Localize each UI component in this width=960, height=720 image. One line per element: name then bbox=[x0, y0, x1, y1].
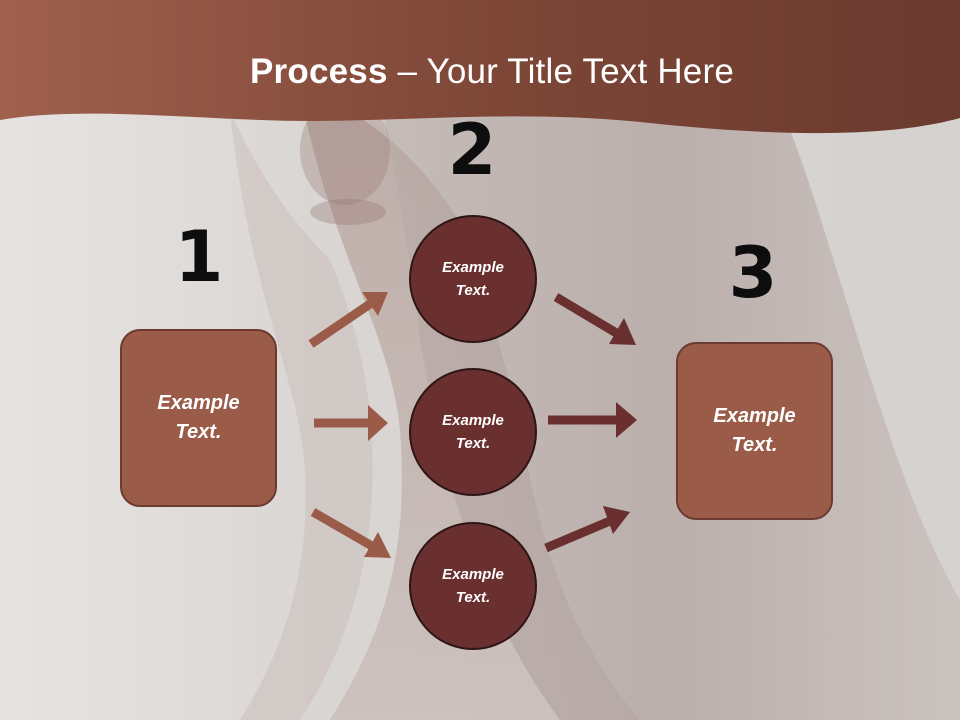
circle-middle-text-line2: Text. bbox=[455, 435, 491, 452]
step-number-1: 1 bbox=[174, 216, 224, 298]
step-number-2: 2 bbox=[447, 109, 497, 191]
step-2-circle-middle: Example Text. bbox=[409, 368, 537, 496]
step-3-text-line2: Text. bbox=[731, 434, 778, 456]
circle-top-text-line1: Example bbox=[442, 259, 504, 276]
arrow-bottom-to-right bbox=[544, 506, 630, 553]
step-number-3: 3 bbox=[728, 232, 778, 314]
step-1-text-line2: Text. bbox=[175, 421, 222, 443]
circle-bottom-text-line1: Example bbox=[442, 566, 504, 583]
step-2-circle-bottom: Example Text. bbox=[409, 522, 537, 650]
arrow-middle-to-right bbox=[548, 402, 637, 438]
step-1-box: Example Text. bbox=[120, 329, 277, 507]
title-rest: – Your Title Text Here bbox=[387, 52, 734, 91]
step-3-text-line1: Example bbox=[713, 405, 796, 427]
step-2-circle-top: Example Text. bbox=[409, 215, 537, 343]
circle-top-text-line2: Text. bbox=[455, 282, 491, 299]
arrow-left-to-middle bbox=[314, 405, 388, 441]
arrow-left-to-top bbox=[308, 292, 388, 348]
circle-bottom-text-line2: Text. bbox=[455, 589, 491, 606]
step-1-text-line1: Example bbox=[157, 392, 240, 414]
arrow-left-to-bottom bbox=[310, 508, 391, 558]
title-bold: Process bbox=[250, 52, 388, 91]
step-3-box: Example Text. bbox=[676, 342, 833, 520]
arrow-top-to-right bbox=[553, 293, 636, 345]
circle-middle-text-line1: Example bbox=[442, 412, 504, 429]
slide-title: Process – Your Title Text Here bbox=[0, 52, 960, 92]
